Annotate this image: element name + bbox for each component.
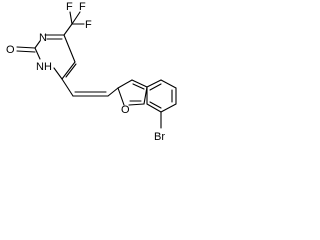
atom-br: Br bbox=[154, 131, 165, 143]
furan-ring-bonds bbox=[117, 79, 148, 106]
atom-o-carbonyl: O bbox=[6, 44, 15, 56]
atom-f3: F bbox=[85, 19, 92, 31]
pyrimidinone-ring-bonds bbox=[34, 34, 77, 80]
atom-f2: F bbox=[79, 1, 86, 13]
carbonyl-bonds bbox=[16, 46, 36, 53]
atom-o-furan: O bbox=[121, 104, 130, 116]
trifluoromethyl-bonds bbox=[63, 11, 85, 36]
atom-f1: F bbox=[66, 1, 73, 13]
phenyl-ring-bonds bbox=[146, 79, 177, 113]
vinyl-linker-bonds bbox=[61, 78, 119, 97]
structure-canvas: F F F N O NH O Br bbox=[6, 1, 177, 143]
atom-n-ring: N bbox=[39, 32, 47, 44]
atom-nh: NH bbox=[36, 61, 52, 73]
furan-phenyl-bond bbox=[146, 79, 162, 88]
molecule-structure: F F F N O NH O Br bbox=[0, 0, 200, 164]
